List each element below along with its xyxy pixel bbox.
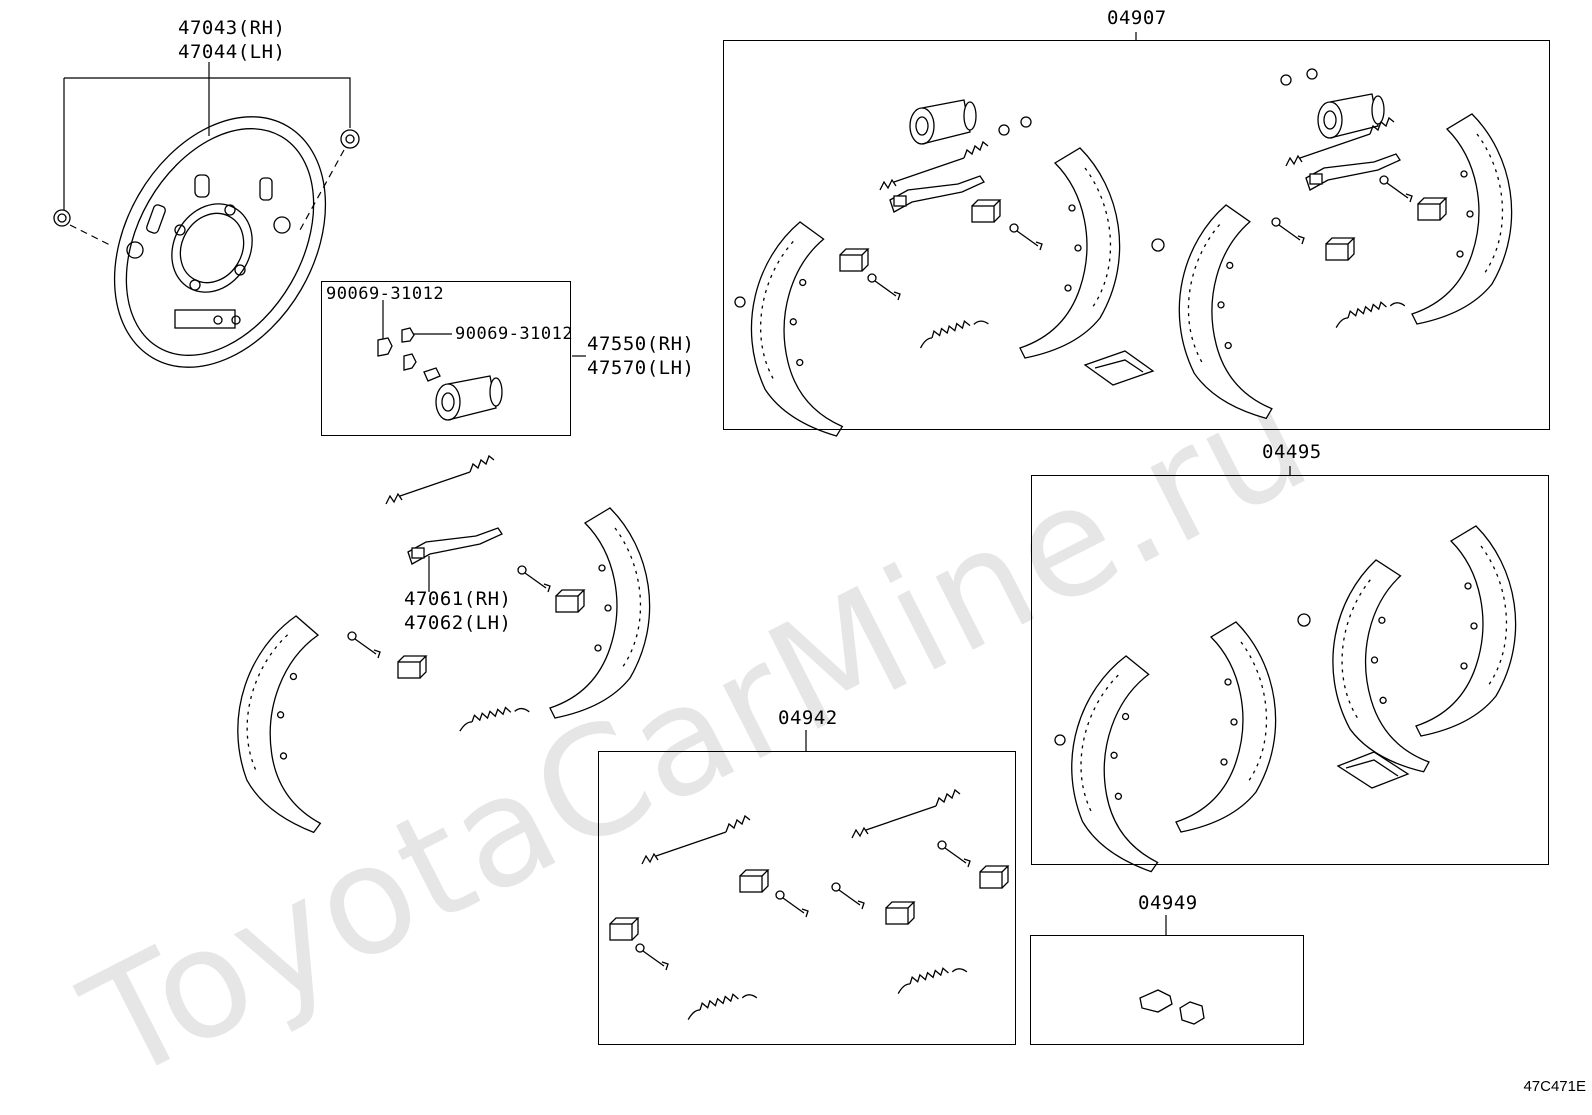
- part-label-47061[interactable]: 47061(RH): [404, 588, 512, 610]
- kit-04949-box: [1030, 935, 1304, 1045]
- plate-nut-left: [53, 209, 71, 227]
- part-label-90069-a[interactable]: 90069-31012: [326, 284, 445, 304]
- leader-lines: [63, 32, 1291, 935]
- part-label-90069-b[interactable]: 90069-31012: [455, 324, 574, 344]
- kit-04907-parts: [734, 68, 1513, 438]
- part-label-47044[interactable]: 47044(LH): [178, 41, 286, 63]
- kit-04949-parts: [1139, 989, 1205, 1025]
- part-label-47062[interactable]: 47062(LH): [404, 612, 512, 634]
- plate-nut-right: [340, 129, 360, 149]
- kit-label-04942[interactable]: 04942: [778, 707, 838, 729]
- part-label-47043[interactable]: 47043(RH): [178, 17, 286, 39]
- wheel-cylinder-box: [321, 281, 571, 436]
- part-label-47570[interactable]: 47570(LH): [587, 357, 695, 379]
- kit-04907-box: [723, 40, 1550, 430]
- backing-plate: [113, 116, 327, 368]
- kit-label-04949[interactable]: 04949: [1138, 892, 1198, 914]
- kit-04495-box: [1031, 475, 1549, 865]
- kit-04942-box: [598, 751, 1016, 1045]
- loose-brake-parts: [219, 455, 651, 834]
- part-label-47550[interactable]: 47550(RH): [587, 333, 695, 355]
- kit-label-04495[interactable]: 04495: [1262, 441, 1322, 463]
- kit-label-04907[interactable]: 04907: [1107, 7, 1167, 29]
- diagram-code: 47C471E: [1523, 1078, 1586, 1095]
- kit-04495-parts: [1054, 525, 1517, 873]
- wheel-cylinder-parts: [377, 327, 503, 421]
